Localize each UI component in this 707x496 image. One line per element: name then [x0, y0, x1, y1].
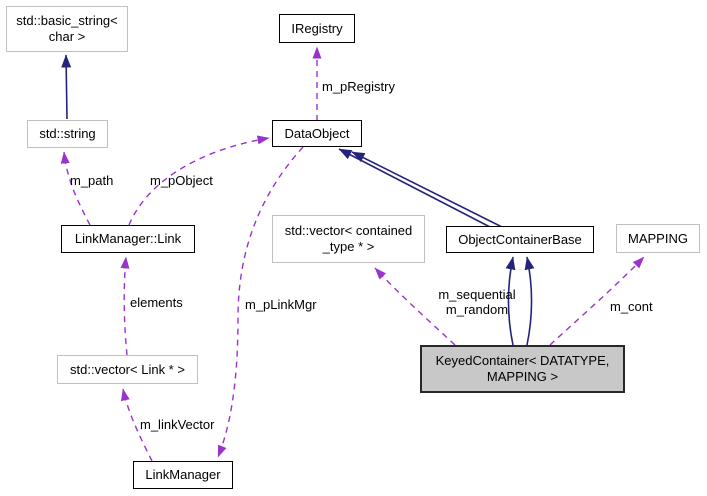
edge-member-m-linkvector — [120, 388, 153, 462]
edge-label-m-sequential-m-random: m_sequential m_random — [429, 287, 525, 317]
node-iregistry[interactable]: IRegistry — [279, 14, 355, 43]
node-label: LinkManager::Link — [74, 231, 182, 246]
edge-label-m-pobject: m_pObject — [150, 173, 213, 188]
node-label: LinkManager — [145, 467, 221, 482]
edge-member-m-pobject — [128, 135, 270, 226]
node-label: _type * > — [322, 239, 375, 254]
edge-label-m-pregistry: m_pRegistry — [322, 79, 395, 94]
edge-inherit-ocb-dataobject-2 — [351, 151, 503, 228]
edge-member-elements — [120, 256, 130, 356]
edge-label-m-cont: m_cont — [610, 299, 653, 314]
node-std-basic-string: std::basic_string< char > — [6, 6, 128, 52]
node-label: ObjectContainerBase — [458, 231, 582, 247]
edge-member-m-plinkmgr — [217, 146, 304, 458]
node-std-string: std::string — [27, 120, 108, 148]
node-label: char > — [48, 29, 86, 44]
edge-label-m-plinkmgr: m_pLinkMgr — [245, 297, 317, 312]
edge-label-m-path: m_path — [70, 173, 114, 188]
node-label: std::vector< contained — [284, 223, 413, 238]
edge-label-m-random: m_random — [445, 302, 509, 317]
node-label: DataObject — [284, 125, 350, 141]
node-label: MAPPING — [628, 230, 688, 246]
node-linkmanager-link[interactable]: LinkManager::Link — [61, 225, 195, 253]
edge-member-m-cont — [549, 256, 645, 346]
node-label: std::vector< Link * > — [70, 361, 185, 377]
node-std-vector-link: std::vector< Link * > — [57, 355, 198, 384]
node-label: MAPPING > — [486, 369, 559, 384]
edge-inherit-stdstring-basicstring — [61, 54, 72, 120]
edge-label-m-linkvector: m_linkVector — [140, 417, 215, 432]
node-label: KeyedContainer< DATATYPE, — [435, 353, 610, 368]
edge-label-elements: elements — [130, 295, 183, 310]
node-label: std::string — [39, 126, 96, 141]
node-dataobject[interactable]: DataObject — [272, 120, 362, 147]
node-mapping: MAPPING — [616, 224, 700, 253]
node-objectcontainerbase[interactable]: ObjectContainerBase — [446, 226, 594, 253]
edge-inherit-keyed-ocb-2 — [524, 256, 535, 346]
node-linkmanager[interactable]: LinkManager — [133, 461, 233, 489]
edge-inherit-keyed-ocb-1 — [505, 256, 516, 346]
node-std-vector-contained-type: std::vector< contained _type * > — [272, 215, 425, 263]
node-keyedcontainer-current: KeyedContainer< DATATYPE, MAPPING > — [420, 345, 625, 393]
edge-label-m-sequential: m_sequential — [438, 287, 516, 302]
edge-member-m-path — [60, 151, 91, 226]
node-label: IRegistry — [291, 20, 343, 36]
node-label: std::basic_string< — [16, 13, 118, 28]
edge-member-m-sequential-m-random — [374, 267, 456, 346]
